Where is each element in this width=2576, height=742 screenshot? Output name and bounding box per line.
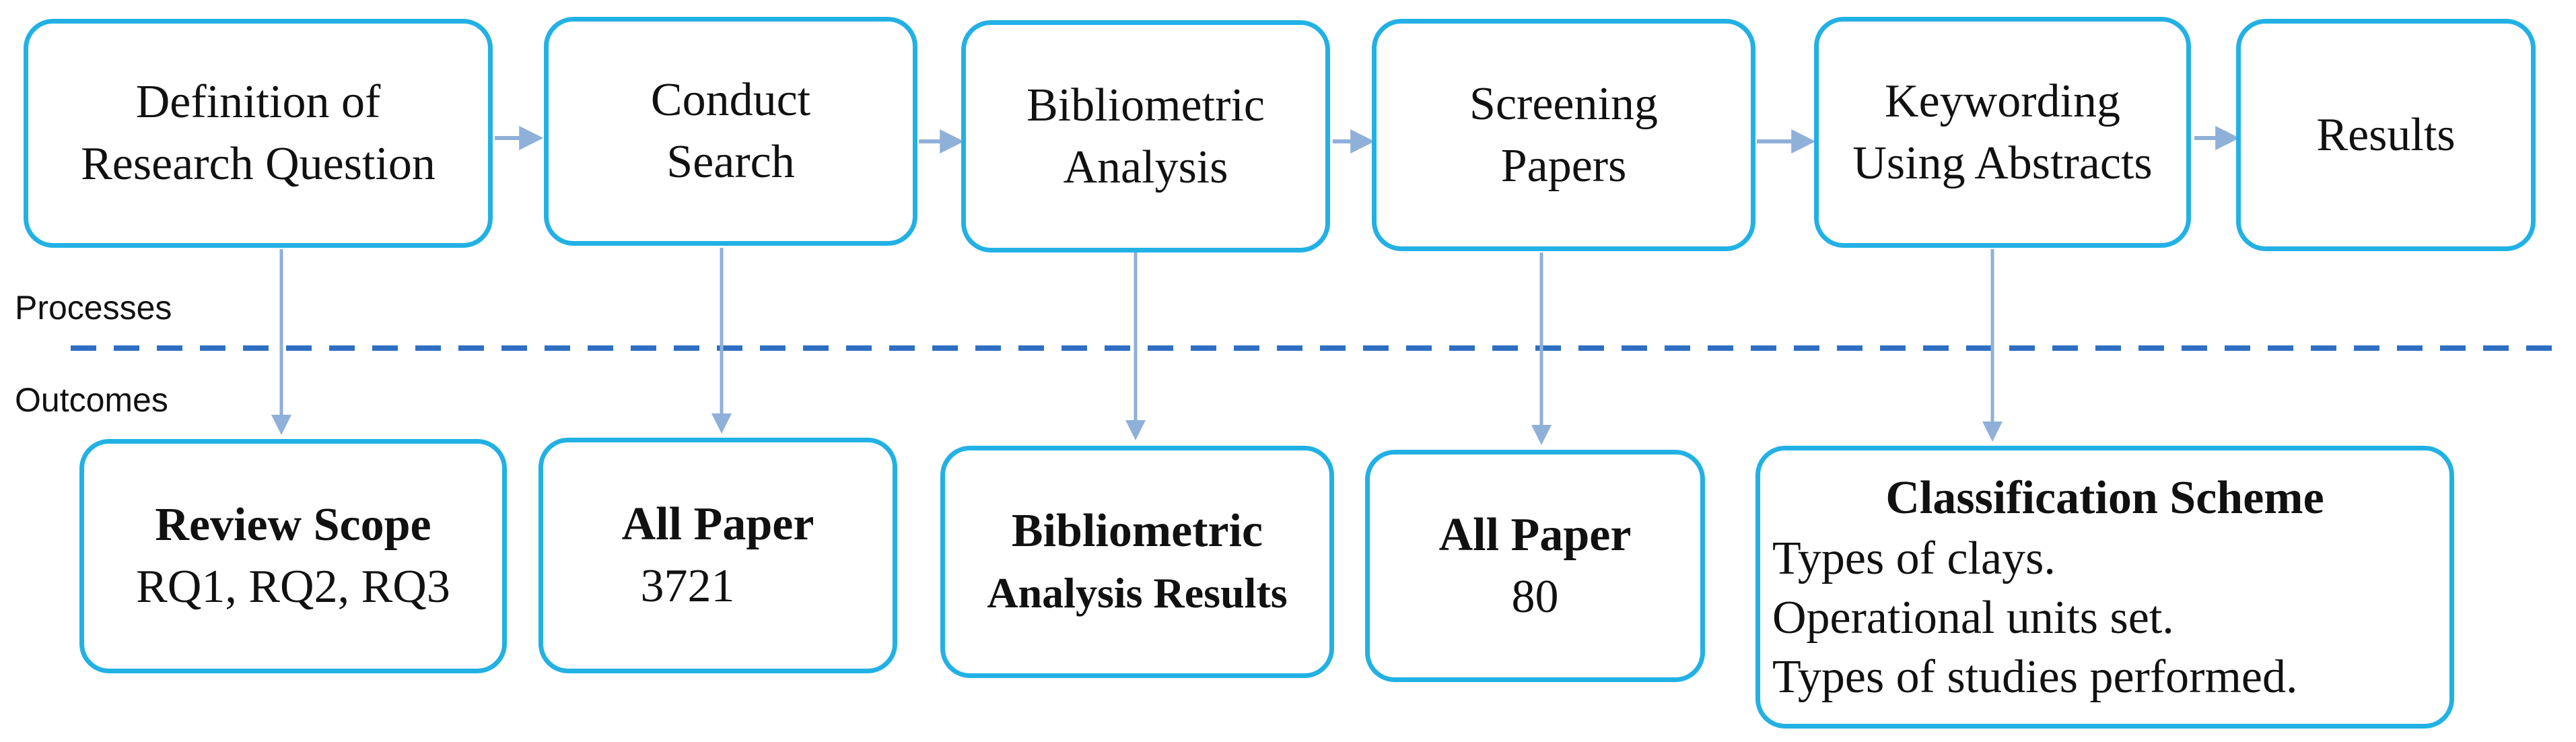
process-text-line: Bibliometric (1026, 79, 1265, 131)
processes-label: Processes (15, 289, 172, 327)
process-box-definition-of-research-question: Definition of Research Question (24, 19, 493, 248)
process-box-conduct-search: Conduct Search (544, 17, 917, 246)
outcome-box-bibliometric-analysis-results: Bibliometric Analysis Results (940, 446, 1334, 678)
process-box-keywording-using-abstracts: Keywording Using Abstracts (1814, 17, 2191, 248)
outcome-box-all-paper-80: All Paper 80 (1365, 450, 1705, 682)
outcome-box-classification-scheme: Classification Scheme Types of clays. Op… (1755, 446, 2454, 729)
outcome-value: Types of studies performed. (1772, 651, 2298, 703)
outcomes-label: Outcomes (15, 381, 168, 419)
outcome-box-review-scope: Review Scope RQ1, RQ2, RQ3 (79, 439, 507, 673)
process-text-line: Analysis (1063, 141, 1228, 193)
process-text-line: Definition of (135, 76, 381, 128)
process-text-line: Results (2316, 108, 2456, 161)
process-text-line: Keywording (1885, 75, 2120, 127)
process-box-bibliometric-analysis: Bibliometric Analysis (961, 20, 1330, 252)
process-text-line: Screening (1469, 77, 1658, 130)
process-text-line: Papers (1500, 139, 1627, 192)
process-box-results: Results (2236, 19, 2536, 251)
process-text-line: Conduct (650, 74, 811, 126)
outcome-title: Review Scope (155, 499, 431, 551)
outcome-title: Classification Scheme (1885, 472, 2324, 524)
outcome-title: All Paper (621, 498, 814, 550)
outcome-title: Bibliometric (1011, 504, 1263, 557)
process-text-line: Search (666, 136, 795, 188)
outcome-value: Analysis Results (987, 568, 1288, 617)
outcome-value: Operational units set. (1772, 592, 2174, 644)
outcome-box-all-paper-3721: All Paper 3721 (538, 438, 897, 673)
outcome-value: RQ1, RQ2, RQ3 (136, 561, 450, 613)
outcome-value: 80 (1511, 570, 1559, 623)
process-text-line: Using Abstracts (1852, 137, 2153, 189)
process-text-line: Research Question (81, 138, 436, 190)
outcome-value: Types of clays. (1772, 533, 2056, 584)
outcome-title: All Paper (1438, 508, 1632, 561)
outcome-value: 3721 (640, 560, 735, 612)
process-box-screening-papers: Screening Papers (1372, 19, 1755, 251)
